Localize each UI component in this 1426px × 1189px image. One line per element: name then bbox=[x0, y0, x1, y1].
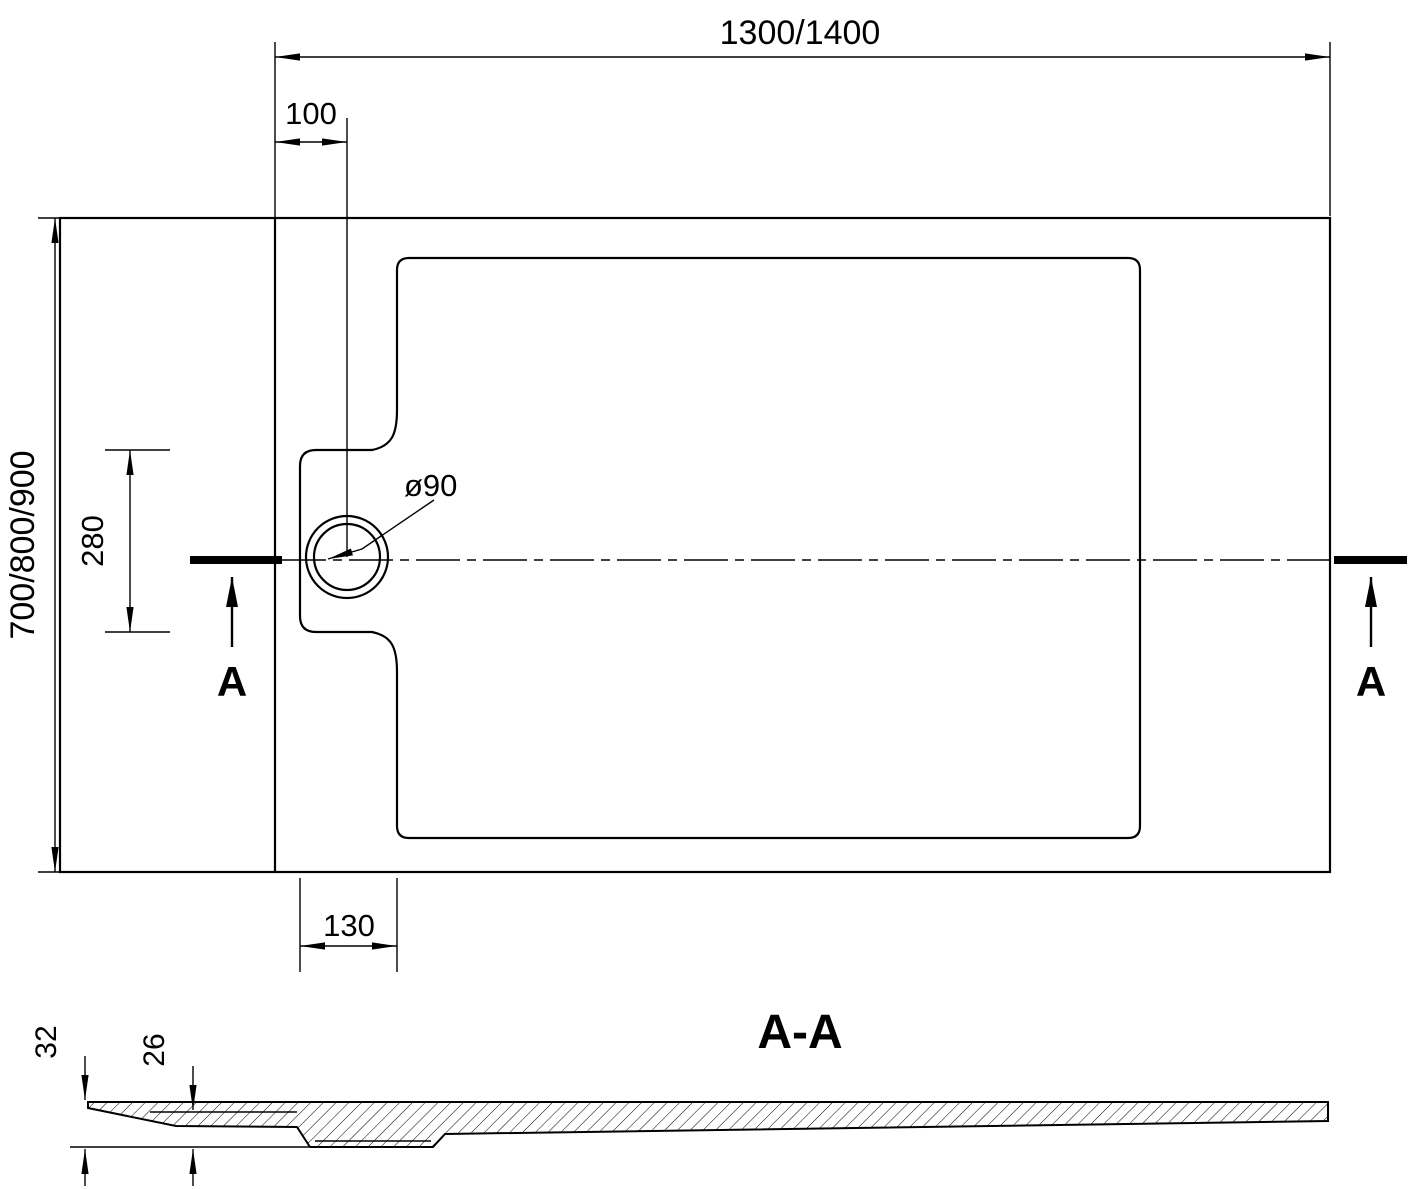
drain-diameter-label: ø90 bbox=[404, 468, 457, 503]
dim-channel-length: 280 bbox=[75, 449, 170, 633]
dim-overall-depth-label: 700/800/900 bbox=[4, 450, 42, 639]
section-view: A-A 32 26 bbox=[30, 1006, 1329, 1186]
section-marker-right: A bbox=[1356, 577, 1386, 705]
top-view: 1300/1400 100 700/800/900 280 ø90 bbox=[4, 14, 1407, 972]
dim-channel-width: 130 bbox=[299, 878, 398, 972]
section-marker-right-label: A bbox=[1356, 658, 1386, 705]
section-marker-left-label: A bbox=[217, 658, 247, 705]
dim-channel-length-label: 280 bbox=[75, 515, 110, 567]
tray-outer-outline bbox=[58, 216, 1332, 874]
dim-channel-width-label: 130 bbox=[323, 908, 375, 943]
basin-outline bbox=[298, 256, 1142, 840]
leader-line bbox=[327, 499, 435, 560]
dim-overall-width: 1300/1400 bbox=[274, 14, 1331, 218]
dim-overall-depth: 700/800/900 bbox=[4, 217, 68, 873]
dim-body-height-label: 26 bbox=[138, 1033, 171, 1066]
dim-drain-offset-label: 100 bbox=[285, 96, 337, 131]
drain-diameter-callout: ø90 bbox=[327, 468, 457, 560]
dim-drain-offset: 100 bbox=[275, 96, 347, 146]
dim-overall-height-label: 32 bbox=[30, 1025, 63, 1058]
section-profile bbox=[87, 1101, 1329, 1148]
dim-overall-width-label: 1300/1400 bbox=[720, 14, 881, 52]
dim-body-height: 26 bbox=[138, 1033, 197, 1186]
dim-overall-height: 32 bbox=[30, 1025, 89, 1186]
section-marker-left: A bbox=[217, 577, 247, 705]
section-title: A-A bbox=[757, 1006, 842, 1059]
